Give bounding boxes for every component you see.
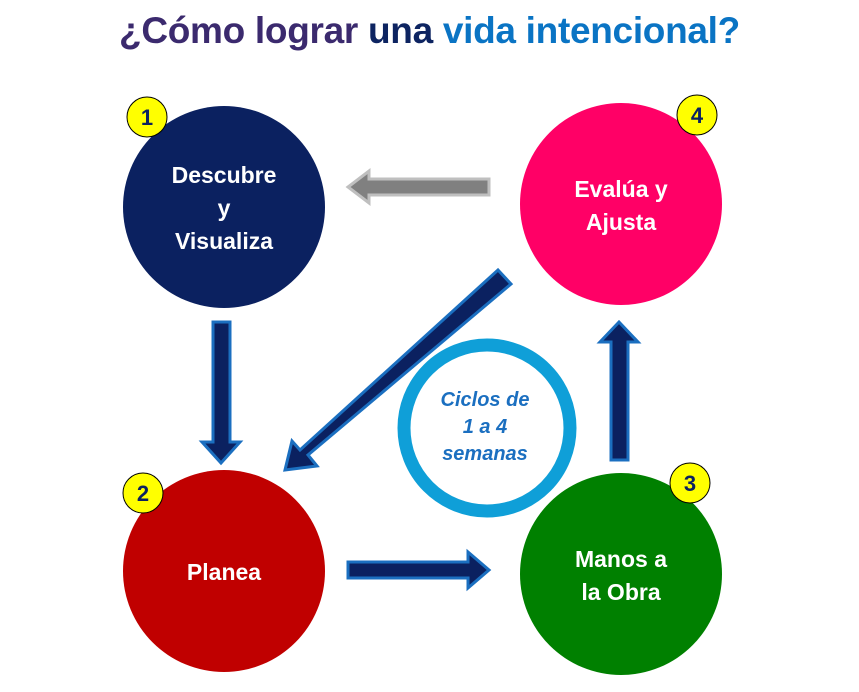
step-label-line: Planea — [187, 559, 261, 585]
step-label-line: la Obra — [581, 579, 660, 605]
arrow-down — [198, 320, 244, 466]
step-label-line: Manos a — [575, 546, 667, 572]
step-number-badge: 4 — [676, 94, 718, 136]
page-title: ¿Cómo lograr una vida intencional? — [0, 10, 859, 52]
arrow-left-gray — [345, 167, 491, 207]
svg-text:4: 4 — [691, 103, 704, 128]
cycle-ring — [397, 338, 577, 518]
cycle-label-line: semanas — [442, 443, 528, 465]
cycle-label-line: 1 a 4 — [463, 416, 507, 438]
cycle-label-line: Ciclos de — [441, 389, 530, 411]
step-label-line: Visualiza — [175, 228, 273, 254]
arrow-up — [596, 319, 642, 462]
step-descubre: Descubre y Visualiza — [123, 106, 325, 308]
step-manos: Manos a la Obra — [520, 473, 722, 675]
step-planea: Planea — [123, 470, 325, 672]
svg-text:1: 1 — [141, 105, 153, 130]
step-label-line: Ajusta — [586, 209, 657, 235]
arrow-diagonal — [283, 267, 514, 472]
svg-text:2: 2 — [137, 481, 149, 506]
step-label-line: y — [218, 195, 231, 221]
title-part-2: una — [367, 10, 443, 51]
step-number-badge: 3 — [669, 462, 711, 504]
title-part-3: vida intencional? — [442, 10, 740, 51]
step-number-badge: 2 — [122, 472, 164, 514]
svg-text:3: 3 — [684, 471, 696, 496]
step-label-line: Evalúa y — [574, 176, 668, 202]
title-part-1: ¿Cómo lograr — [119, 10, 368, 51]
step-evalua: Evalúa y Ajusta — [520, 103, 722, 305]
step-label-line: Descubre — [172, 162, 277, 188]
arrow-right — [346, 548, 492, 592]
step-number-badge: 1 — [126, 96, 168, 138]
